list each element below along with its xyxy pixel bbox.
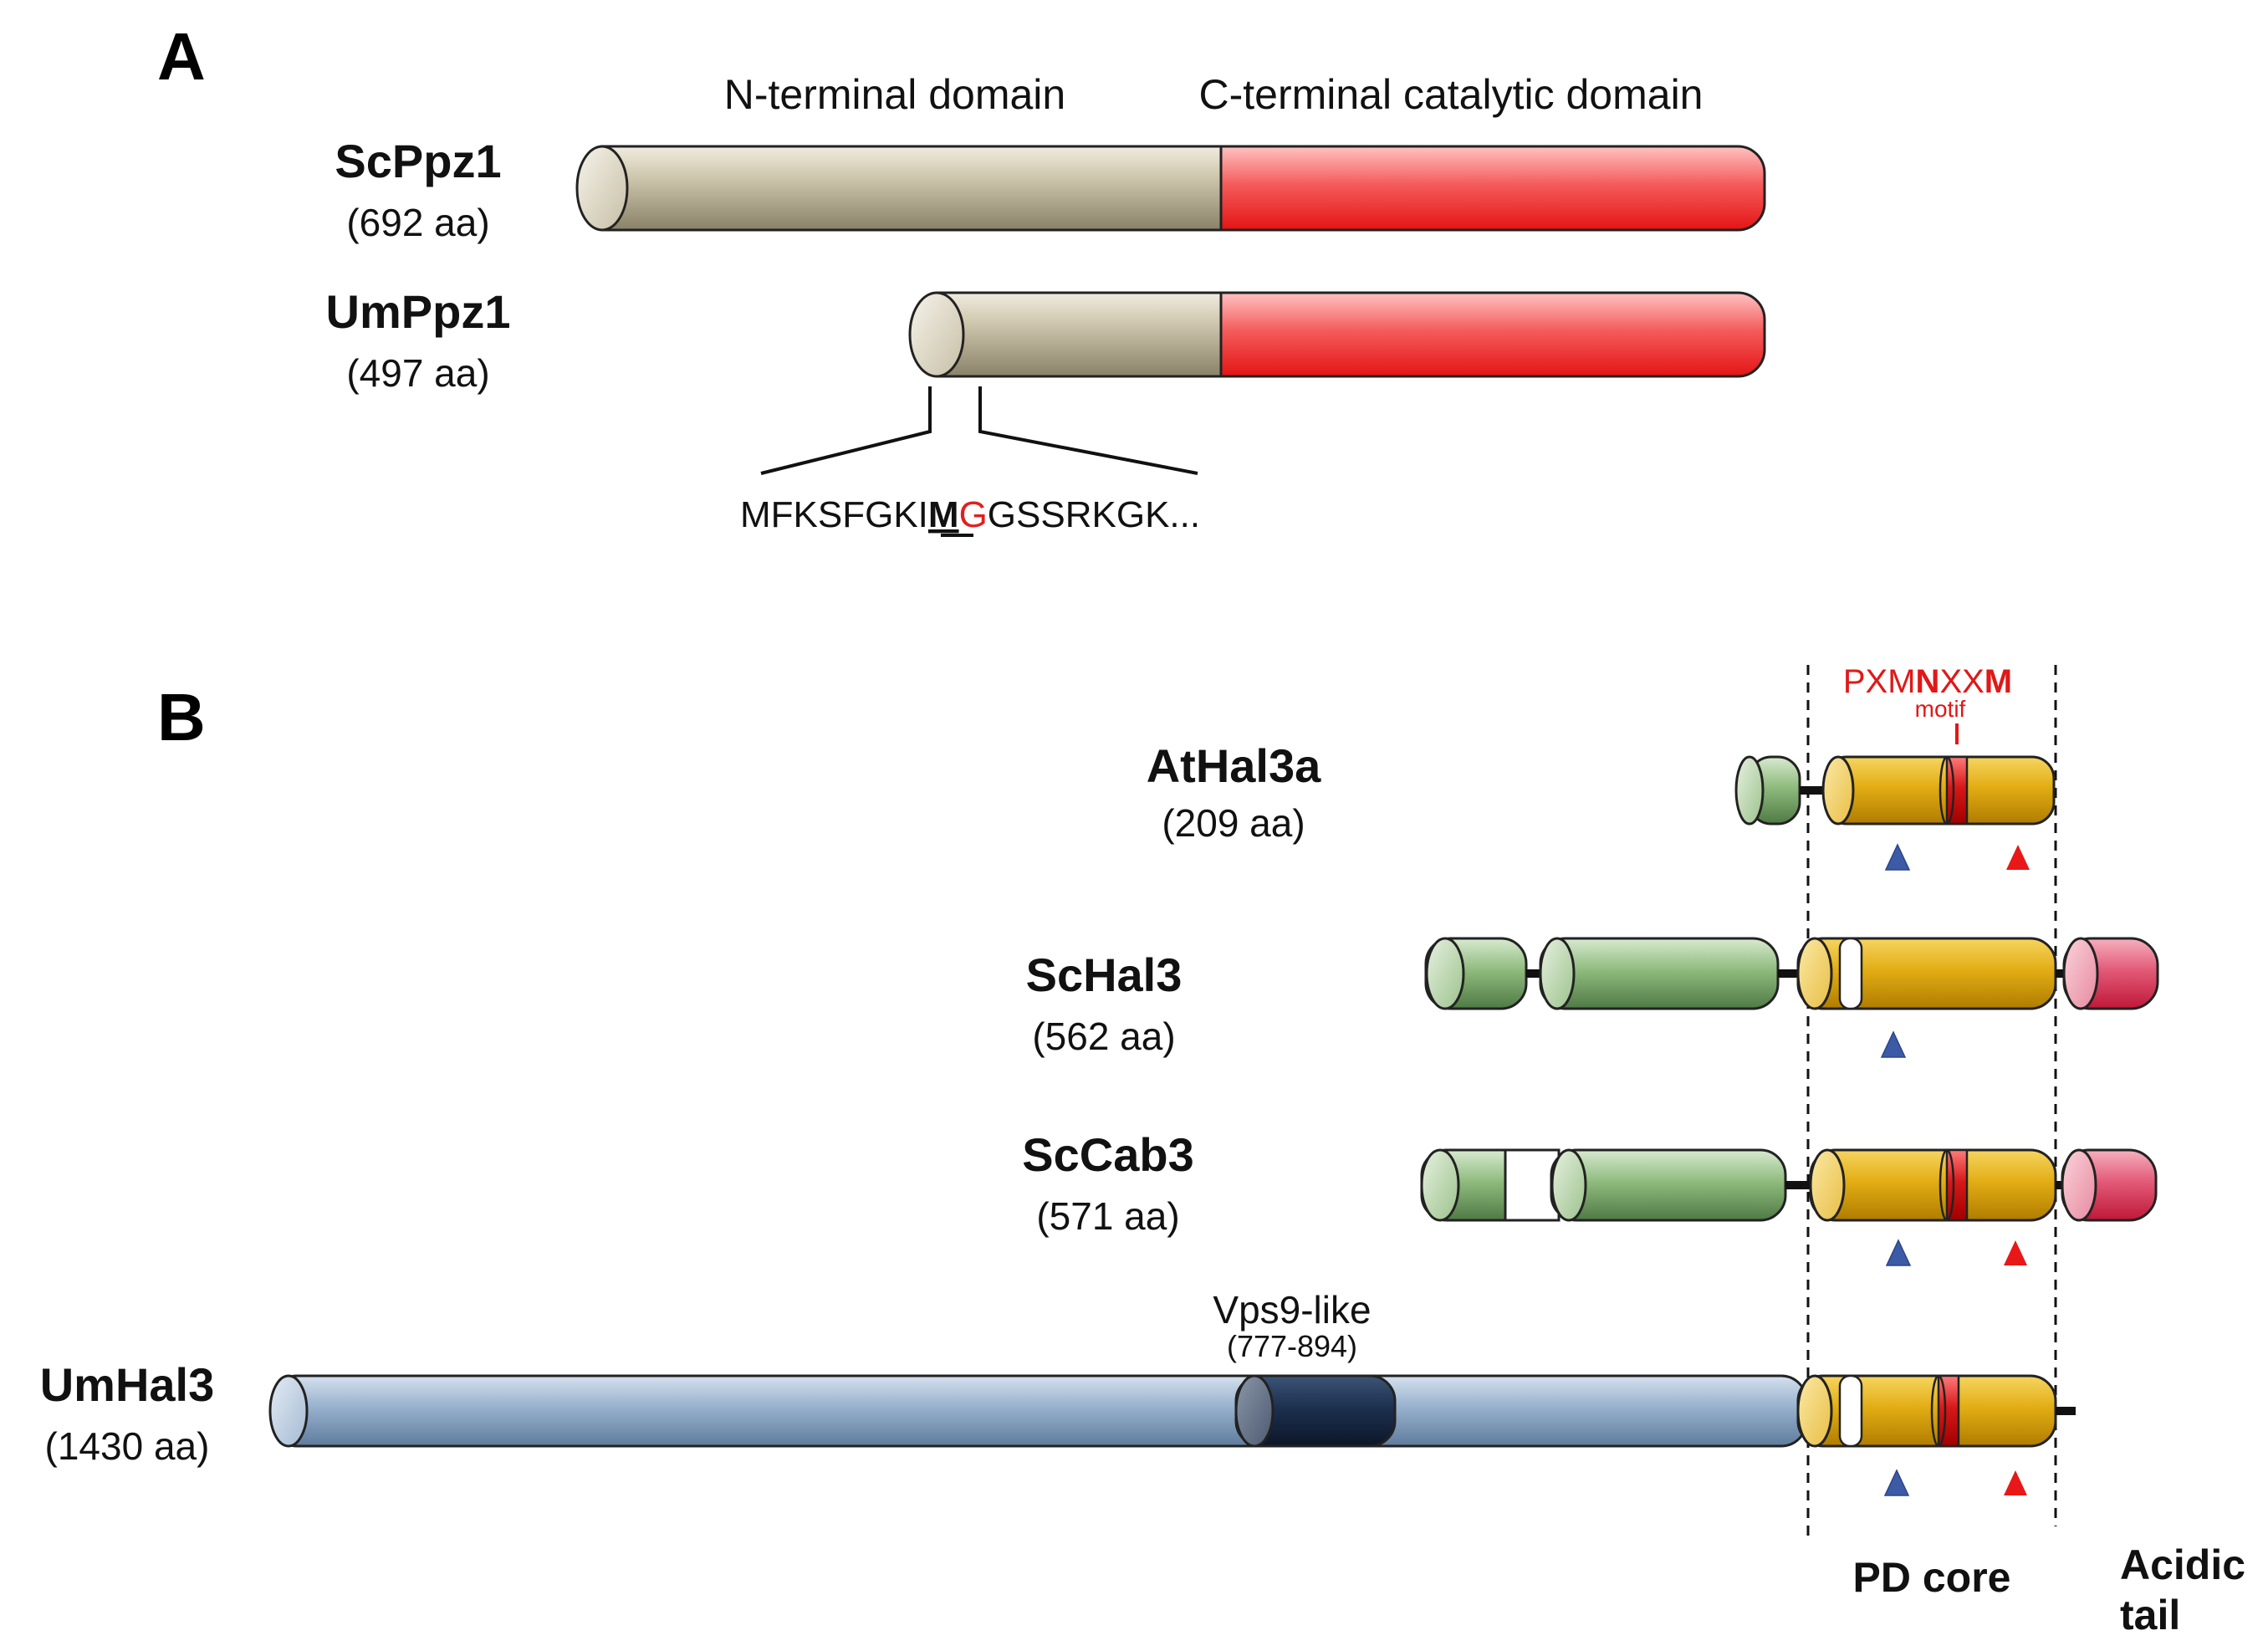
acidic-tail-label-line1: Acidic	[2120, 1541, 2245, 1588]
protein-length-sccab3: (571 aa)	[1036, 1194, 1179, 1238]
pxmnxxm-motif-label: PXMNXXM	[1843, 663, 2012, 700]
protein-length-umppz1: (497 aa)	[346, 351, 489, 395]
schal3-insertion-band	[1838, 937, 1863, 1010]
vps9-like-range: (777-894)	[1227, 1329, 1357, 1363]
vps9-like-label: Vps9-like	[1213, 1288, 1371, 1332]
protein-name-schal3: ScHal3	[1026, 948, 1183, 1001]
arrowheads	[1880, 843, 2030, 1496]
umhal3-n-terminal-region	[270, 1374, 1808, 1448]
umppz1-end-cap	[908, 291, 965, 378]
scppz1-end-cap	[575, 145, 629, 232]
umhal3-motif-band	[1937, 1374, 1960, 1448]
sequence-glycine: G	[959, 494, 988, 535]
umhal3-red-arrowhead	[2004, 1470, 2027, 1495]
sccab3-motif-edge	[1939, 1148, 1955, 1222]
athal3a-domain-bar	[1734, 755, 2056, 826]
schal3-pd-core-cap	[1796, 937, 1833, 1010]
umhal3-pd-core	[1796, 1374, 2057, 1448]
umppz1-n-terminal-sequence: MFKSFGKIMGGSSRKGK...	[740, 494, 1200, 535]
sccab3-red-arrowhead	[2004, 1240, 2027, 1265]
umhal3-pd-core-cap	[1796, 1374, 1833, 1448]
scppz1-n-terminal-domain	[600, 145, 1223, 232]
athal3a-motif-edge	[1939, 755, 1955, 826]
sequence-prefix: MFKSFGKI	[740, 494, 928, 535]
vps9-like-domain-cap	[1234, 1374, 1274, 1448]
schal3-blue-arrowhead	[1880, 1030, 1907, 1058]
schal3-green-domain-2	[1539, 937, 1780, 1010]
sccab3-acidic-tail-cap	[2061, 1148, 2097, 1222]
pd-core-label: PD core	[1853, 1554, 2011, 1601]
scppz1-domain-bar	[575, 145, 1766, 232]
umppz1-n-terminal-domain	[935, 291, 1223, 378]
athal3a-pd-core-cap	[1821, 755, 1855, 826]
sccab3-pd-core	[1809, 1148, 2057, 1222]
protein-name-umppz1: UmPpz1	[326, 285, 511, 338]
sccab3-green-cap-1	[1420, 1148, 1460, 1222]
protein-name-sccab3: ScCab3	[1022, 1128, 1193, 1181]
sccab3-green-cap-2	[1550, 1148, 1587, 1222]
panel-b-label: B	[157, 680, 206, 754]
protein-length-athal3a: (209 aa)	[1162, 801, 1305, 845]
sequence-rest: GSSRKGK...	[988, 494, 1200, 535]
protein-name-umhal3: UmHal3	[40, 1358, 215, 1411]
sccab3-pd-core-cap	[1809, 1148, 1846, 1222]
athal3a-red-arrowhead	[2006, 845, 2030, 870]
athal3a-blue-arrowhead	[1884, 843, 1911, 871]
sccab3-domain-bar	[1420, 1148, 2158, 1222]
sequence-start-methionine: M	[928, 494, 959, 535]
protein-name-athal3a: AtHal3a	[1147, 739, 1321, 792]
umppz1-domain-bar	[908, 291, 1766, 378]
schal3-green-cap-1	[1425, 937, 1465, 1010]
umhal3-motif-edge	[1930, 1374, 1947, 1448]
n-terminal-domain-label: N-terminal domain	[724, 71, 1065, 118]
panel-a-label: A	[157, 19, 206, 94]
umhal3-end-cap	[268, 1374, 309, 1448]
schal3-pd-core	[1796, 937, 2057, 1010]
protein-length-schal3: (562 aa)	[1032, 1015, 1175, 1058]
sequence-zoom-bracket	[760, 386, 1198, 475]
schal3-green-cap-2	[1539, 937, 1576, 1010]
umhal3-domain-bar	[268, 1374, 2076, 1448]
umhal3-blue-arrowhead	[1883, 1469, 1910, 1496]
athal3a-green-cap	[1734, 755, 1765, 826]
protein-name-scppz1: ScPpz1	[335, 135, 501, 187]
motif-caption: motif	[1915, 696, 1966, 722]
c-terminal-domain-label: C-terminal catalytic domain	[1199, 71, 1704, 118]
schal3-domain-bar	[1424, 937, 2159, 1010]
protein-length-umhal3: (1430 aa)	[45, 1424, 210, 1468]
protein-length-scppz1: (692 aa)	[346, 201, 489, 244]
sccab3-motif-band	[1945, 1148, 1969, 1222]
sccab3-white-segment	[1504, 1148, 1561, 1222]
athal3a-motif-band	[1945, 755, 1969, 826]
sccab3-blue-arrowhead	[1885, 1239, 1912, 1266]
scppz1-catalytic-domain	[1186, 145, 1766, 232]
acidic-tail-label-line2: tail	[2120, 1592, 2180, 1638]
schal3-acidic-tail-cap	[2062, 937, 2099, 1010]
umhal3-insertion-band	[1838, 1374, 1863, 1448]
umppz1-catalytic-domain	[1186, 291, 1766, 378]
